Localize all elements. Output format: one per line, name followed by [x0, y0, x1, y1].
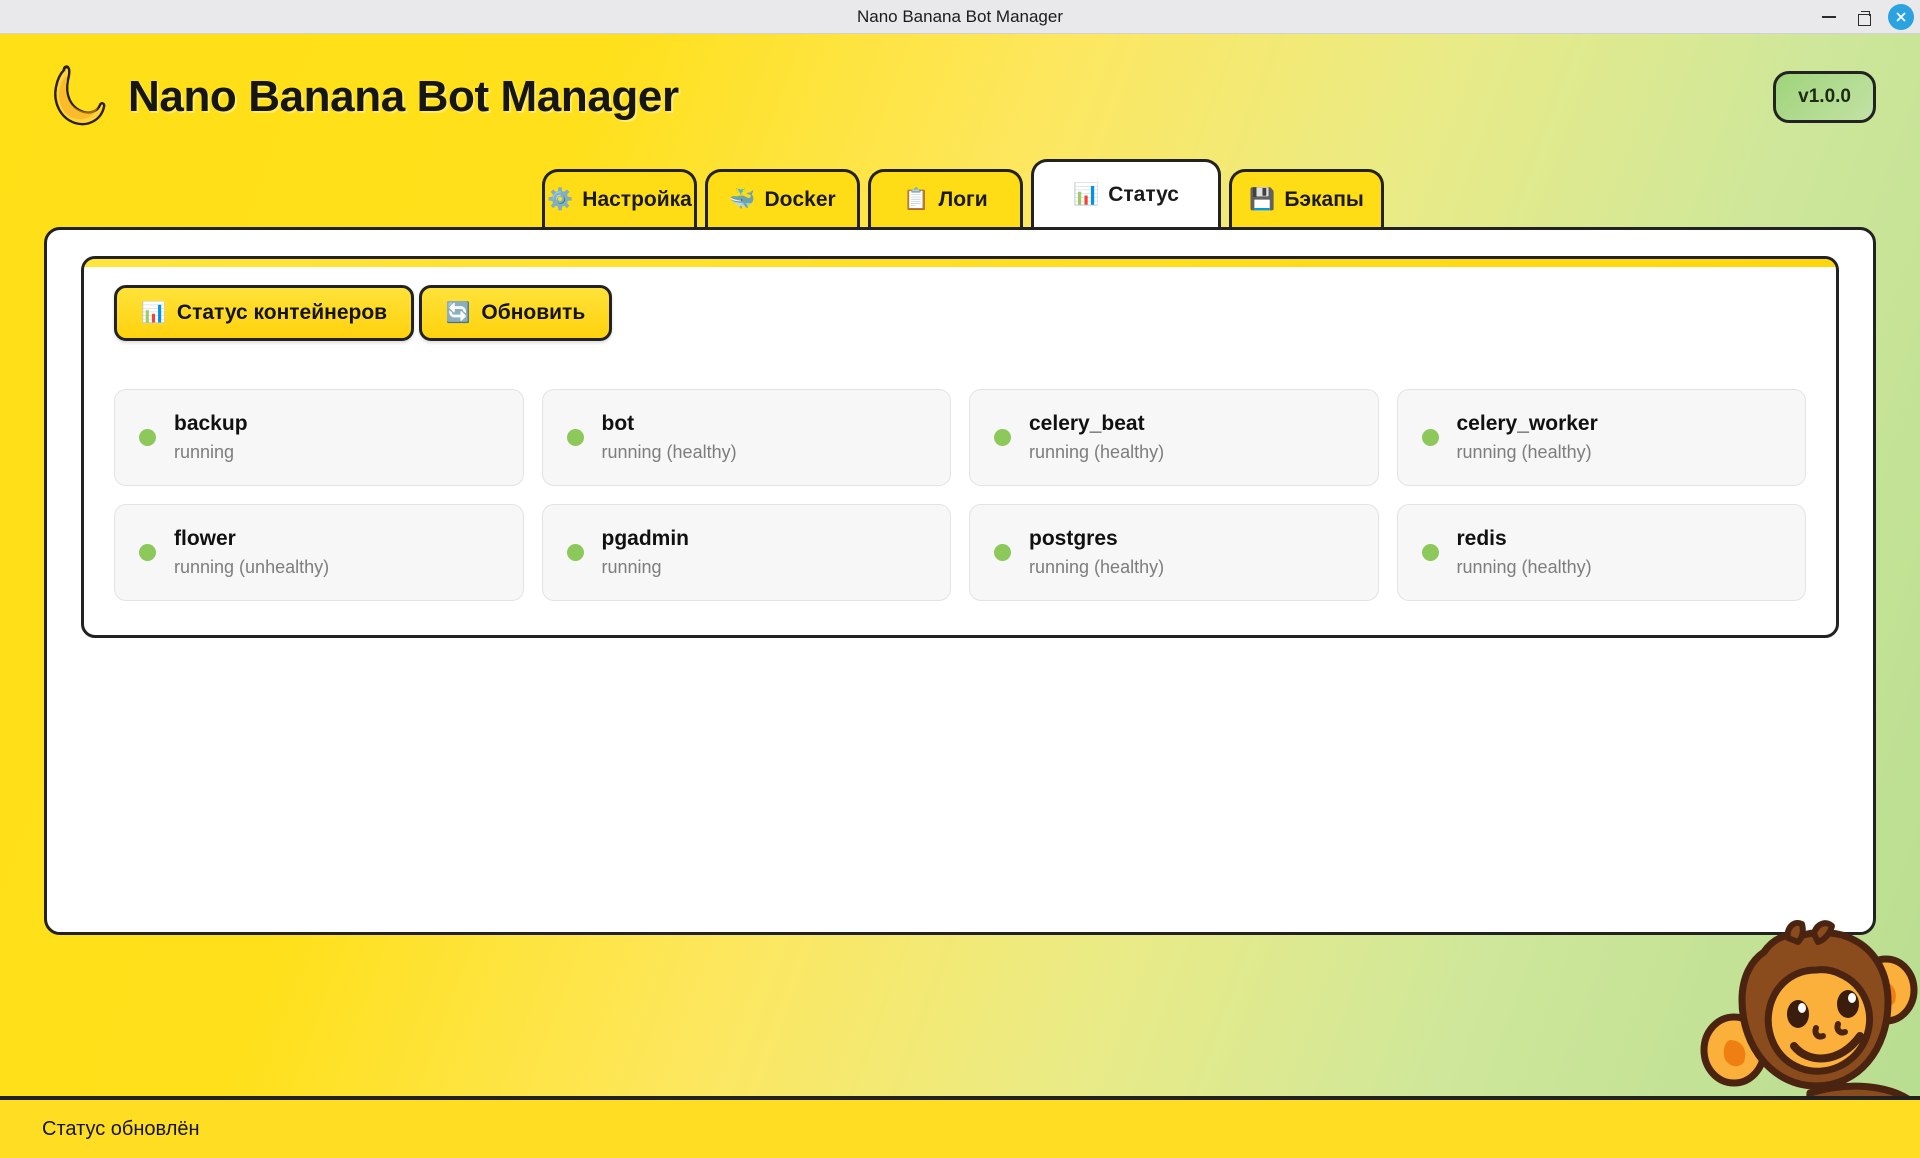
- tab-status[interactable]: 📊 Статус: [1031, 159, 1221, 227]
- container-card[interactable]: celery_worker running (healthy): [1396, 389, 1806, 486]
- container-status: running (unhealthy): [174, 557, 330, 577]
- container-card[interactable]: bot running (healthy): [541, 389, 951, 486]
- container-name: celery_beat: [1029, 412, 1145, 435]
- page-title: Nano Banana Bot Manager: [128, 71, 679, 121]
- docker-whale-icon: 🐳: [729, 188, 756, 211]
- container-name: redis: [1456, 527, 1507, 550]
- container-grid: backup running bot running (healthy) cel…: [114, 389, 1806, 601]
- tab-label: Docker: [764, 187, 836, 211]
- status-dot-icon: [994, 429, 1011, 446]
- container-card[interactable]: redis running (healthy): [1396, 504, 1806, 601]
- container-name: flower: [174, 527, 236, 550]
- tab-label: Бэкапы: [1284, 187, 1364, 211]
- tab-label: Логи: [938, 187, 988, 211]
- bar-chart-icon: 📊: [141, 302, 166, 324]
- minimize-button[interactable]: [1812, 2, 1846, 32]
- status-bar-text: Статус обновлён: [42, 1117, 200, 1140]
- container-name: backup: [174, 412, 248, 435]
- refresh-button[interactable]: 🔄 Обновить: [418, 285, 613, 341]
- close-icon: [1896, 12, 1906, 22]
- container-card[interactable]: pgadmin running: [541, 504, 951, 601]
- container-name: postgres: [1029, 527, 1118, 550]
- status-dot-icon: [994, 544, 1011, 561]
- app-window: Nano Banana Bot Manager v1.0.0 ⚙️ Настро…: [0, 34, 1920, 1158]
- container-card[interactable]: celery_beat running (healthy): [969, 389, 1379, 486]
- minimize-icon: [1822, 16, 1836, 18]
- tab-settings[interactable]: ⚙️ Настройка: [542, 169, 697, 227]
- main-content-panel: 📊 Статус контейнеров 🔄 Обновить backup r…: [44, 227, 1876, 935]
- tab-docker[interactable]: 🐳 Docker: [705, 169, 860, 227]
- refresh-button-label: Обновить: [481, 301, 586, 324]
- maximize-button[interactable]: [1848, 2, 1882, 32]
- container-card[interactable]: flower running (unhealthy): [114, 504, 524, 601]
- status-dot-icon: [1421, 429, 1439, 446]
- status-dot-icon: [139, 544, 156, 561]
- container-status-section: 📊 Статус контейнеров 🔄 Обновить backup r…: [81, 256, 1839, 638]
- gear-icon: ⚙️: [547, 188, 574, 211]
- window-title: Nano Banana Bot Manager: [856, 6, 1064, 26]
- container-card[interactable]: backup running: [114, 389, 524, 486]
- maximize-icon: [1858, 10, 1872, 26]
- status-dot-icon: [566, 429, 584, 446]
- container-card[interactable]: postgres running (healthy): [969, 504, 1379, 601]
- container-status: running (healthy): [1029, 442, 1165, 462]
- container-name: celery_worker: [1456, 412, 1598, 435]
- status-dot-icon: [1421, 544, 1439, 561]
- tab-label: Настройка: [582, 187, 692, 211]
- container-status: running (healthy): [601, 442, 737, 462]
- container-status: running: [174, 442, 235, 462]
- container-status: running: [601, 557, 662, 577]
- clipboard-icon: 📋: [903, 188, 930, 211]
- container-status: running (healthy): [1456, 557, 1592, 577]
- status-bar: Статус обновлён: [0, 1096, 1920, 1158]
- container-status: running (healthy): [1029, 557, 1165, 577]
- refresh-icon: 🔄: [445, 302, 471, 324]
- window-titlebar: Nano Banana Bot Manager: [0, 0, 1920, 34]
- container-status-heading-button[interactable]: 📊 Статус контейнеров: [114, 285, 415, 341]
- close-button[interactable]: [1888, 4, 1914, 30]
- bar-chart-icon: 📊: [1073, 183, 1100, 206]
- container-name: bot: [601, 412, 635, 435]
- tab-logs[interactable]: 📋 Логи: [868, 169, 1023, 227]
- container-status: running (healthy): [1456, 442, 1592, 462]
- container-name: pgadmin: [601, 527, 690, 550]
- floppy-disk-icon: 💾: [1249, 188, 1276, 211]
- tab-bar: ⚙️ Настройка 🐳 Docker 📋 Логи 📊 Статус 💾 …: [0, 159, 1920, 227]
- tab-label: Статус: [1108, 182, 1179, 206]
- tab-backups[interactable]: 💾 Бэкапы: [1229, 169, 1384, 227]
- banana-icon: [40, 60, 114, 134]
- app-header: Nano Banana Bot Manager v1.0.0: [0, 34, 1920, 159]
- status-dot-icon: [566, 544, 584, 561]
- window-controls: [1812, 0, 1914, 34]
- version-badge: v1.0.0: [1773, 70, 1876, 123]
- status-dot-icon: [139, 429, 156, 446]
- container-status-heading-label: Статус контейнеров: [176, 301, 388, 324]
